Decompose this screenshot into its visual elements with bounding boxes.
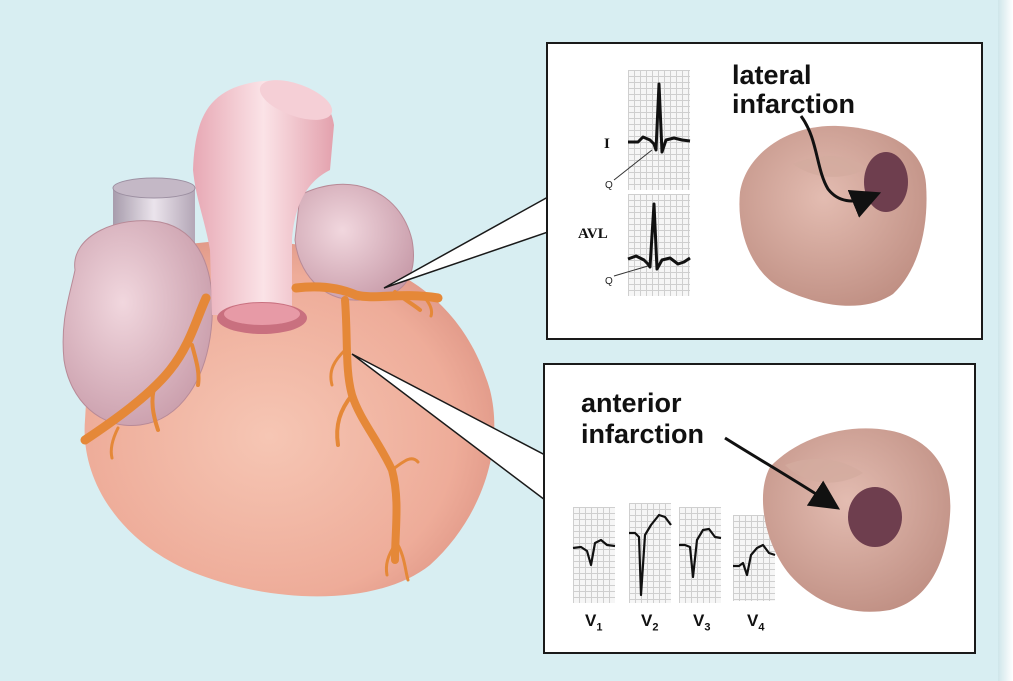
ecg-trace-lead-avl xyxy=(628,204,690,269)
anterior-infarct-area xyxy=(848,487,902,547)
lateral-infarct-area xyxy=(864,152,908,212)
lateral-panel-drawings xyxy=(548,44,981,338)
ecg-trace-v3 xyxy=(679,529,721,577)
anterior-infarction-panel: anterior infarction V1 V2 V3 V4 xyxy=(543,363,976,654)
ecg-trace-v1 xyxy=(573,540,615,565)
anterior-panel-drawings xyxy=(545,365,974,652)
ecg-trace-lead-i xyxy=(628,84,690,152)
lateral-infarction-panel: I Q AVL Q lateral infarction xyxy=(546,42,983,340)
lateral-ventricle-model xyxy=(739,126,926,306)
ecg-trace-v2 xyxy=(629,515,671,595)
ecg-trace-v4 xyxy=(733,545,775,575)
